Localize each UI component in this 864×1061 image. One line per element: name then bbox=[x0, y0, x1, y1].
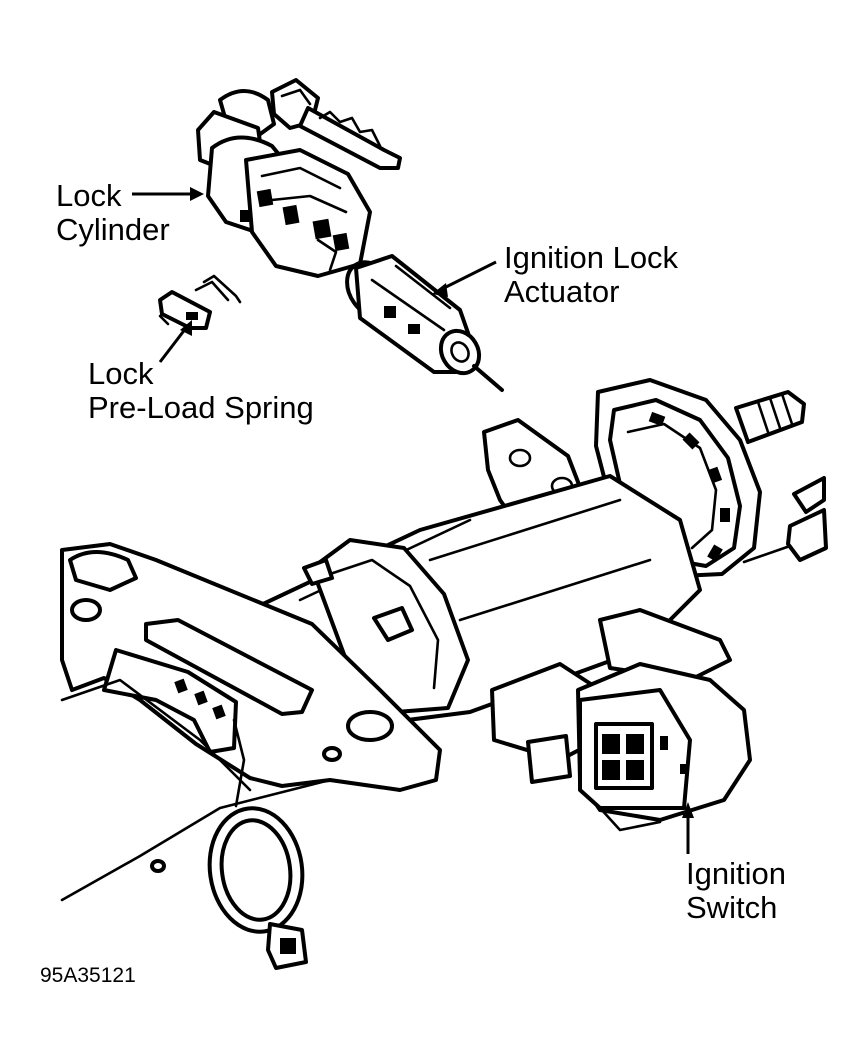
callout-labels: Lock Cylinder Ignition Lock Actuator Loc… bbox=[40, 178, 786, 987]
label-lock-cylinder-line2: Cylinder bbox=[56, 212, 170, 247]
label-lock-preload-spring-line1: Lock bbox=[88, 356, 154, 391]
figure-id: 95A35121 bbox=[40, 964, 136, 987]
label-ignition-lock-actuator-line2: Actuator bbox=[504, 274, 619, 309]
label-lock-cylinder-line1: Lock bbox=[56, 178, 122, 213]
label-ignition-lock-actuator-line1: Ignition Lock bbox=[504, 240, 679, 275]
label-ignition-switch-line1: Ignition bbox=[686, 856, 786, 891]
leader-ignition-lock-actuator bbox=[439, 260, 497, 292]
label-ignition-switch-line2: Switch bbox=[686, 890, 777, 925]
ignition-lock-actuator-part bbox=[345, 254, 504, 392]
leader-lock-preload-spring bbox=[158, 327, 188, 363]
ignition-key bbox=[270, 78, 402, 170]
label-lock-preload-spring-line2: Pre-Load Spring bbox=[88, 390, 314, 425]
lock-preload-spring-part bbox=[158, 274, 242, 330]
leader-lines bbox=[132, 187, 694, 854]
lock-cylinder-part bbox=[196, 89, 372, 278]
steering-column-assembly bbox=[60, 378, 828, 970]
